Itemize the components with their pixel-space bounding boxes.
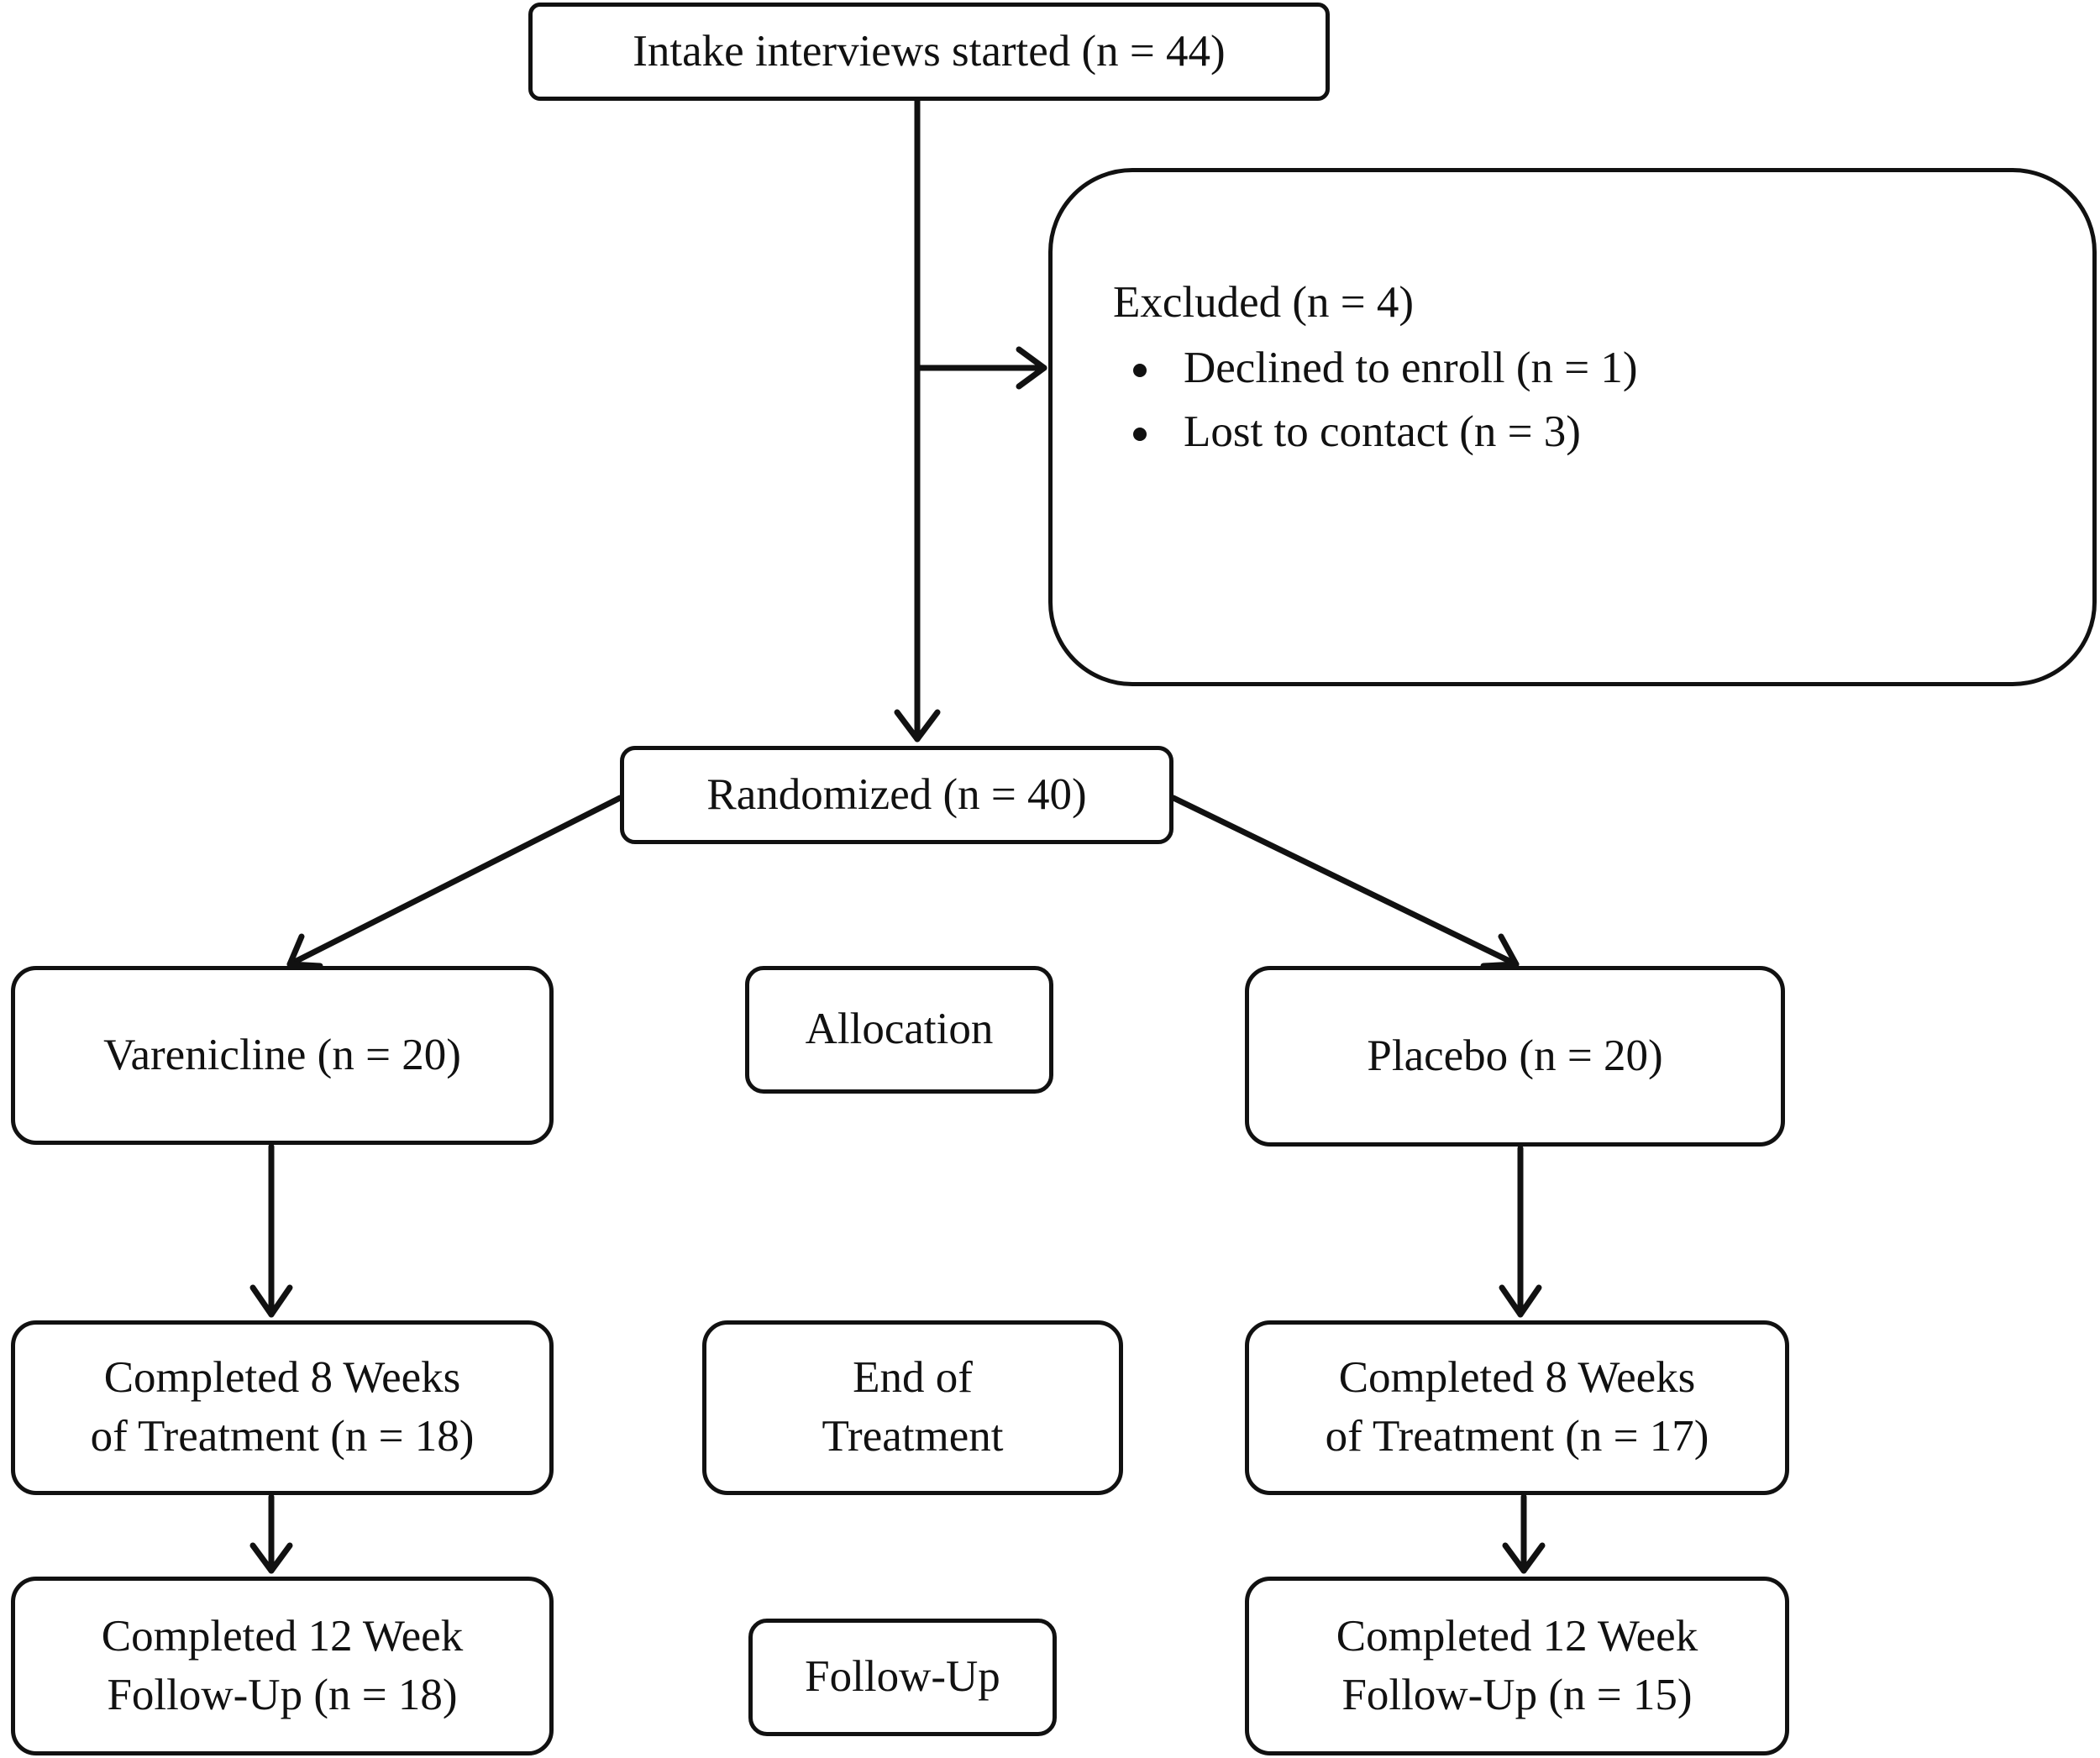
arrow-randomized-to-placebo <box>1170 795 1520 968</box>
randomized-label: Randomized (n = 40) <box>706 769 1087 819</box>
arrowhead-placebo <box>1480 933 1520 969</box>
placebo-label: Placebo (n = 20) <box>1367 1031 1663 1080</box>
arrowhead-pla-12wk <box>1502 1542 1546 1574</box>
end-of-treatment-line-2: Treatment <box>822 1412 1004 1461</box>
end-of-treatment-line-1: End of <box>853 1353 973 1403</box>
varenicline-8-weeks-line-2: of Treatment (n = 18) <box>90 1412 475 1461</box>
placebo-8-weeks-box: Completed 8 Weeks of Treatment (n = 17) <box>1245 1320 1789 1495</box>
excluded-item-label: Declined to enroll (n = 1) <box>1184 344 1638 392</box>
arrowhead-varenicline <box>286 933 323 969</box>
arrowhead-randomized <box>894 709 941 743</box>
allocation-label: Allocation <box>805 1005 994 1054</box>
placebo-12-week-line-1: Completed 12 Week <box>1336 1611 1698 1661</box>
excluded-item: Declined to enroll (n = 1) <box>1133 343 1638 393</box>
intake-box: Intake interviews started (n = 44) <box>528 3 1330 101</box>
follow-up-label: Follow-Up <box>805 1652 1000 1702</box>
varenicline-8-weeks-box: Completed 8 Weeks of Treatment (n = 18) <box>11 1320 554 1495</box>
varenicline-12-week-line-1: Completed 12 Week <box>101 1611 464 1661</box>
end-of-treatment-box: End of Treatment <box>702 1320 1123 1495</box>
bullet-icon <box>1133 364 1147 377</box>
varenicline-8-weeks-line-1: Completed 8 Weeks <box>103 1353 461 1403</box>
excluded-item: Lost to contact (n = 3) <box>1133 407 1581 457</box>
placebo-12-week-box: Completed 12 Week Follow-Up (n = 15) <box>1245 1577 1789 1755</box>
intake-label: Intake interviews started (n = 44) <box>633 26 1226 76</box>
varenicline-box: Varenicline (n = 20) <box>11 966 554 1145</box>
varenicline-label: Varenicline (n = 20) <box>103 1030 461 1079</box>
arrowhead-var-8wk <box>249 1284 293 1318</box>
arrowhead-excluded <box>1016 346 1047 390</box>
arrowhead-pla-8wk <box>1499 1284 1542 1318</box>
placebo-8-weeks-line-2: of Treatment (n = 17) <box>1325 1412 1709 1461</box>
follow-up-box: Follow-Up <box>748 1619 1057 1736</box>
placebo-12-week-line-2: Follow-Up (n = 15) <box>1341 1670 1693 1719</box>
placebo-8-weeks-line-1: Completed 8 Weeks <box>1338 1353 1696 1403</box>
placebo-box: Placebo (n = 20) <box>1245 966 1785 1147</box>
arrow-randomized-to-varenicline <box>286 795 623 968</box>
varenicline-12-week-line-2: Follow-Up (n = 18) <box>107 1670 458 1719</box>
randomized-box: Randomized (n = 40) <box>620 746 1173 844</box>
excluded-item-label: Lost to contact (n = 3) <box>1184 407 1581 456</box>
allocation-box: Allocation <box>745 966 1053 1094</box>
varenicline-12-week-box: Completed 12 Week Follow-Up (n = 18) <box>11 1577 554 1755</box>
excluded-box: Excluded (n = 4) Declined to enroll (n =… <box>1048 168 2097 686</box>
arrowhead-var-12wk <box>249 1542 293 1574</box>
excluded-title: Excluded (n = 4) <box>1113 278 1415 327</box>
bullet-icon <box>1133 428 1147 441</box>
